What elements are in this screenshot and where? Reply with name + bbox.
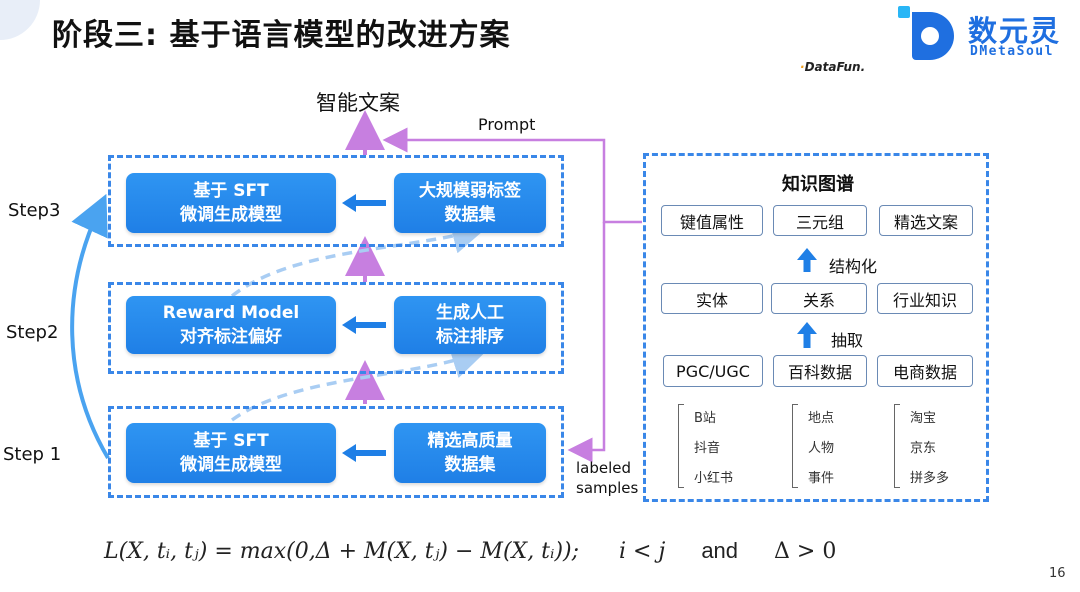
loss-formula: L(X, tᵢ, tⱼ) = max(0,Δ + M(X, tⱼ) − M(X,… <box>104 538 836 564</box>
stage2-box <box>108 282 564 374</box>
logo-subtitle: DMetaSoul <box>970 44 1054 59</box>
node-label-line: 数据集 <box>444 455 496 475</box>
node-label-line: 精选高质量 <box>427 431 513 451</box>
loss-and: and <box>701 538 739 563</box>
source-item: 地点 <box>808 411 835 426</box>
knowledge-graph-panel <box>643 153 989 502</box>
step3-label: Step3 <box>8 200 61 221</box>
labeled-samples-label: labeled samples <box>576 459 639 497</box>
source-item: 京东 <box>910 441 937 456</box>
dmetasoul-logo-icon <box>898 6 954 60</box>
loss-expression: L(X, tᵢ, tⱼ) = max(0,Δ + M(X, tⱼ) − M(X,… <box>104 539 580 564</box>
source-item: 事件 <box>808 471 835 486</box>
sft-model-node-step3: 基于 SFT 微调生成模型 <box>126 173 336 233</box>
kg-node-triple: 三元组 <box>773 205 867 236</box>
stage1-box <box>108 406 564 498</box>
source-item: 抖音 <box>694 441 721 456</box>
quality-dataset-node: 精选高质量数据集 <box>394 423 546 483</box>
source-bracket-1 <box>678 404 684 488</box>
node-label-line: 基于 SFT <box>193 431 269 451</box>
kg-node-entity: 实体 <box>661 283 763 314</box>
node-label-line: Reward Model <box>162 303 300 323</box>
kg-node-key-value: 键值属性 <box>661 205 763 236</box>
stage3-box <box>108 155 564 247</box>
sft-model-node-step1: 基于 SFT 微调生成模型 <box>126 423 336 483</box>
kg-node-curated-copy: 精选文案 <box>879 205 973 236</box>
source-item: 人物 <box>808 441 835 456</box>
kg-node-pgc-ugc: PGC/UGC <box>663 355 763 387</box>
kg-node-industry: 行业知识 <box>877 283 973 314</box>
source-item: 拼多多 <box>910 471 950 486</box>
kg-structure-label: 结构化 <box>829 257 878 276</box>
kg-extract-label: 抽取 <box>831 331 864 350</box>
reward-model-node: Reward Model 对齐标注偏好 <box>126 296 336 354</box>
prompt-label: Prompt <box>478 115 536 134</box>
human-ranking-node: 生成人工标注排序 <box>394 296 546 354</box>
source-bracket-3 <box>894 404 900 488</box>
output-label: 智能文案 <box>316 91 400 115</box>
step2-label: Step2 <box>6 322 59 343</box>
node-label-line: 标注排序 <box>436 327 504 347</box>
node-label-line: 对齐标注偏好 <box>179 327 282 347</box>
node-label-line: 生成人工 <box>436 303 504 323</box>
datafun-logo: ·DataFun. <box>800 60 866 74</box>
node-label-line: 基于 SFT <box>193 181 269 201</box>
kg-node-relation: 关系 <box>771 283 867 314</box>
page-number: 16 <box>1049 566 1066 581</box>
loss-condition-1: i < j <box>619 539 666 564</box>
node-label-line: 数据集 <box>444 205 496 225</box>
source-item: 淘宝 <box>910 411 937 426</box>
kg-node-ecommerce: 电商数据 <box>877 355 973 387</box>
source-bracket-2 <box>792 404 798 488</box>
node-label-line: 微调生成模型 <box>180 455 282 475</box>
node-label-line: 微调生成模型 <box>180 205 282 225</box>
loss-condition-2: Δ > 0 <box>774 539 837 564</box>
weak-label-dataset-node: 大规模弱标签数据集 <box>394 173 546 233</box>
page-title: 阶段三: 基于语言模型的改进方案 <box>52 18 511 53</box>
step1-label: Step 1 <box>3 444 62 465</box>
kg-title: 知识图谱 <box>782 174 854 195</box>
logo-name: 数元灵 <box>968 14 1062 48</box>
source-item: 小红书 <box>694 471 734 486</box>
kg-node-encyclopedia: 百科数据 <box>773 355 867 387</box>
source-item: B站 <box>694 411 716 426</box>
node-label-line: 大规模弱标签 <box>419 181 521 201</box>
